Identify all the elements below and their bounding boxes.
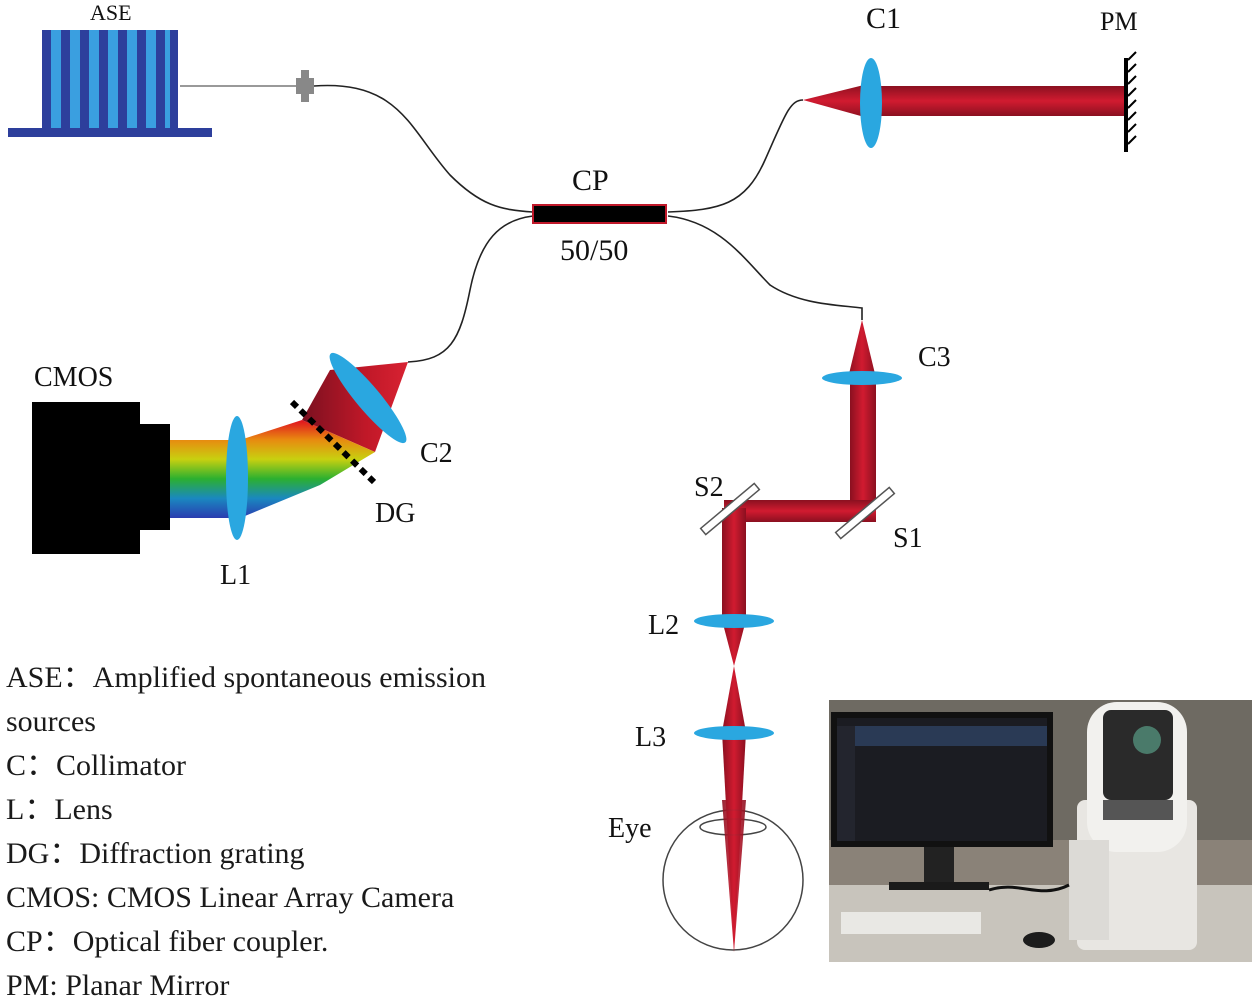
reference-beam [868, 86, 1124, 116]
legend-coupler: CP：Optical fiber coupler. [6, 925, 329, 958]
l3-label: L3 [635, 722, 666, 753]
scanner-s2 [699, 482, 761, 536]
legend-grating: DG：Diffraction grating [6, 837, 305, 870]
ase-label: ASE [90, 0, 132, 25]
lens-l2 [694, 614, 774, 628]
oct-device [1069, 702, 1197, 950]
collimator-c3 [822, 371, 902, 385]
lens-l1 [226, 416, 248, 540]
sample-beam-cone [848, 320, 876, 378]
fiber-cp-to-c2 [407, 215, 534, 363]
spectrum-beam [168, 420, 375, 518]
legend-cmos: CMOS: CMOS Linear Array Camera [6, 881, 455, 914]
monitor [831, 712, 1053, 890]
ase-source [8, 30, 212, 137]
sample-beam-vertical-1 [850, 376, 876, 516]
cables [988, 883, 1070, 893]
split-ratio-label: 50/50 [560, 234, 628, 267]
fiber-cp-to-c3 [667, 215, 863, 320]
mouse [1023, 932, 1055, 948]
l2-label: L2 [648, 610, 679, 641]
sample-beam-focus-1 [722, 620, 746, 666]
collimator-c1 [860, 58, 882, 148]
pm-label: PM [1100, 7, 1138, 36]
sample-beam-vertical-2 [722, 508, 746, 620]
s1-label: S1 [893, 523, 923, 554]
legend: ASE：Amplified spontaneous emission sourc… [6, 656, 606, 1008]
c1-label: C1 [866, 2, 901, 35]
cmos-label: CMOS [34, 362, 113, 393]
sample-beam-focus-2 [722, 666, 746, 732]
device-photo [829, 700, 1252, 962]
coupler-label: CP [572, 164, 609, 197]
cmos-camera [32, 402, 170, 554]
detection-beam-cone [302, 362, 408, 452]
scanner-s1 [834, 486, 896, 540]
keyboard [841, 912, 981, 934]
l1-label: L1 [220, 560, 251, 591]
fiber-coupler [532, 204, 667, 224]
legend-ase: ASE：Amplified spontaneous emission [6, 661, 486, 694]
beam-inside-eye [722, 800, 746, 952]
eye-label: Eye [608, 813, 652, 844]
fiber-cp-to-c1 [667, 99, 804, 213]
fiber-ase-to-cp [313, 84, 534, 213]
sample-beam-horizontal [724, 500, 876, 522]
collimator-c2 [329, 352, 407, 444]
planar-mirror [1124, 51, 1137, 152]
dg-label: DG [375, 498, 415, 529]
legend-ase-cont: sources [6, 705, 96, 738]
legend-mirror: PM: Planar Mirror [6, 969, 230, 1002]
fiber-connector [296, 70, 314, 102]
legend-lens: L：Lens [6, 793, 113, 826]
c3-label: C3 [918, 342, 951, 373]
legend-collimator: C：Collimator [6, 749, 186, 782]
c2-label: C2 [420, 438, 453, 469]
lens-l3 [694, 726, 774, 740]
s2-label: S2 [694, 472, 724, 503]
reference-beam-cone [803, 84, 868, 118]
